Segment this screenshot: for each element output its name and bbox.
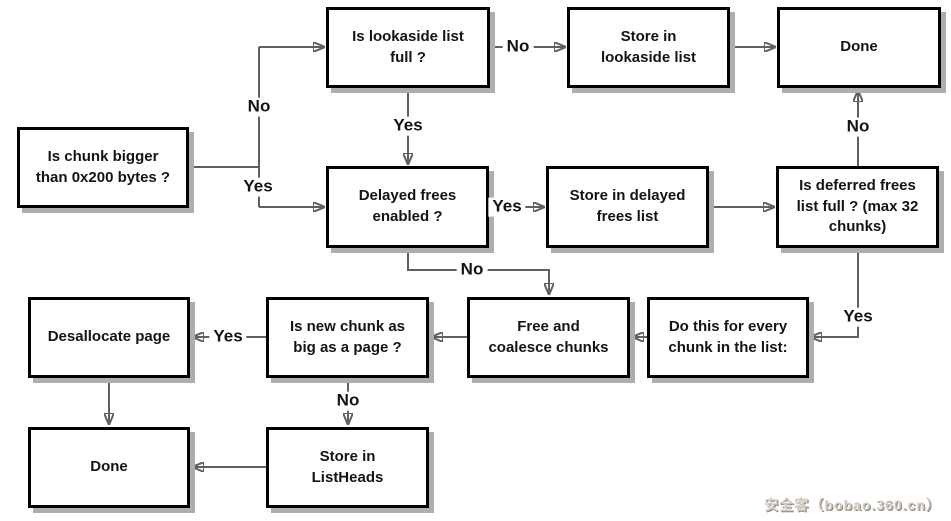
edge-label-yes-branch: Yes bbox=[239, 177, 277, 197]
edge-label-yes-deferred: Yes bbox=[839, 307, 877, 327]
edge-label-yes-delayed: Yes bbox=[488, 197, 526, 217]
node-chunk-bigger: Is chunk bigger than 0x200 bytes ? bbox=[17, 127, 189, 208]
edge-label-no-deferred: No bbox=[842, 117, 874, 137]
node-store-delayed: Store in delayed frees list bbox=[546, 166, 709, 248]
node-lookaside-full: Is lookaside list full ? bbox=[326, 7, 490, 88]
node-delayed-frees: Delayed frees enabled ? bbox=[326, 166, 489, 248]
node-done-top: Done bbox=[777, 7, 941, 88]
edge-label-no-delayed: No bbox=[456, 260, 488, 280]
edge-label-yes-newchunk: Yes bbox=[209, 327, 247, 347]
node-store-lookaside: Store in lookaside list bbox=[567, 7, 730, 88]
edge-deferred-to-dothis bbox=[811, 248, 859, 337]
node-deferred-full: Is deferred frees list full ? (max 32 ch… bbox=[776, 166, 939, 248]
edge-label-no-branch: No bbox=[243, 97, 275, 117]
watermark-anquanke: 安全客（bobao.360.cn） bbox=[764, 497, 941, 513]
node-done-bottom: Done bbox=[28, 427, 190, 508]
node-desallocate-page: Desallocate page bbox=[28, 297, 190, 378]
edge-label-no-newchunk: No bbox=[332, 391, 364, 411]
edge-label-yes-lookaside: Yes bbox=[389, 116, 427, 136]
edge-label-no-lookaside: No bbox=[502, 37, 534, 57]
node-free-coalesce: Free and coalesce chunks bbox=[467, 297, 630, 378]
node-new-chunk-page: Is new chunk as big as a page ? bbox=[266, 297, 429, 378]
node-store-listheads: Store in ListHeads bbox=[266, 427, 429, 508]
node-do-every-chunk: Do this for every chunk in the list: bbox=[647, 297, 809, 378]
